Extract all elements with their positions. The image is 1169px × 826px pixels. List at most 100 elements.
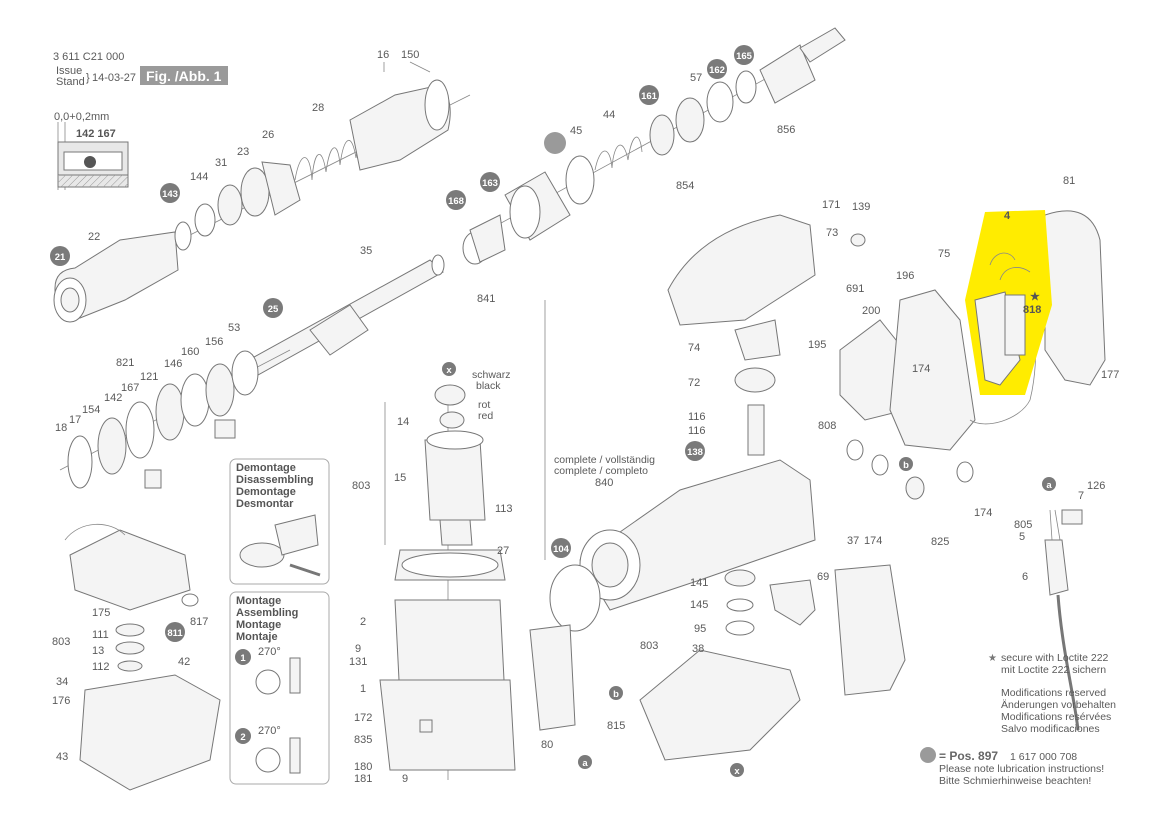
- badge-143: 143: [160, 183, 180, 203]
- note-loctite-de: mit Loctite 222 sichern: [1001, 664, 1106, 676]
- label-815: 815: [607, 720, 625, 732]
- label-4: 4: [1004, 210, 1011, 222]
- disassembly-panel: Demontage Disassembling Demontage Desmon…: [229, 458, 330, 585]
- label-181: 181: [354, 773, 372, 785]
- label-6: 6: [1022, 571, 1028, 583]
- label-821: 821: [116, 357, 134, 369]
- complete-note-1: complete / vollständig: [554, 454, 655, 466]
- label-180: 180: [354, 761, 372, 773]
- label-80: 80: [541, 739, 553, 751]
- label-9-a: 9: [355, 643, 361, 655]
- badge-21: 21: [50, 246, 70, 266]
- gear-housing-assembly: [529, 214, 906, 761]
- svg-text:165: 165: [736, 51, 753, 62]
- label-160: 160: [181, 346, 199, 358]
- label-116-a: 116: [688, 411, 706, 423]
- label-38: 38: [692, 643, 704, 655]
- label-34: 34: [56, 676, 68, 688]
- wire-note-red: red: [478, 410, 493, 422]
- label-15: 15: [394, 472, 406, 484]
- svg-text:Demontage: Demontage: [236, 486, 296, 498]
- switch-818-highlight: [965, 210, 1052, 395]
- label-195: 195: [808, 339, 826, 351]
- label-23: 23: [237, 146, 249, 158]
- svg-text:x: x: [446, 365, 452, 376]
- label-167: 167: [121, 382, 139, 394]
- label-31: 31: [215, 157, 227, 169]
- label-145: 145: [690, 599, 708, 611]
- label-856: 856: [777, 124, 795, 136]
- badge-165: 165: [734, 45, 754, 65]
- motor-armature-stack: [379, 384, 516, 780]
- label-691: 691: [846, 283, 864, 295]
- left-ring-chain: [59, 349, 291, 489]
- label-57: 57: [690, 72, 702, 84]
- svg-text:163: 163: [482, 178, 498, 189]
- svg-text:Montage: Montage: [236, 595, 281, 607]
- label-116-b: 116: [688, 425, 706, 437]
- issue-date: 14-03-27: [92, 72, 136, 84]
- label-53: 53: [228, 322, 240, 334]
- complete-note-2: complete / completo: [554, 465, 648, 477]
- label-17: 17: [69, 414, 81, 426]
- label-112: 112: [92, 661, 110, 673]
- gear-sleeve-chain: [462, 27, 846, 265]
- label-13: 13: [92, 645, 104, 657]
- svg-text:2: 2: [240, 732, 245, 743]
- label-45: 45: [570, 125, 582, 137]
- label-75: 75: [938, 248, 950, 260]
- label-174-b: 174: [974, 507, 992, 519]
- label-803-a: 803: [352, 480, 370, 492]
- badge-104: 104: [551, 538, 571, 558]
- note-mod-es: Salvo modificaciones: [1001, 723, 1100, 735]
- brush-plate-assembly: [64, 523, 221, 791]
- label-835: 835: [354, 734, 372, 746]
- label-808: 808: [818, 420, 836, 432]
- svg-text:138: 138: [687, 447, 703, 458]
- svg-text:21: 21: [55, 252, 66, 263]
- label-803-c: 803: [52, 636, 70, 648]
- label-69: 69: [817, 571, 829, 583]
- star-818: ★: [1030, 291, 1040, 303]
- label-840: 840: [595, 477, 613, 489]
- wire-note-schwarz: schwarz: [472, 369, 511, 381]
- badge-b-lower: b: [609, 686, 623, 700]
- label-174-c: 174: [864, 535, 882, 547]
- label-174-a: 174: [912, 363, 930, 375]
- label-2: 2: [360, 616, 366, 628]
- badge-x-top: x: [442, 362, 456, 376]
- label-9-b: 9: [402, 773, 408, 785]
- badge-45-grey: [544, 132, 566, 154]
- label-26: 26: [262, 129, 274, 141]
- svg-text:Desmontar: Desmontar: [236, 498, 294, 510]
- svg-text:}: }: [86, 72, 90, 84]
- svg-text:Demontage: Demontage: [236, 462, 296, 474]
- label-1: 1: [360, 683, 366, 695]
- label-73: 73: [826, 227, 838, 239]
- label-131: 131: [349, 656, 367, 668]
- note-mod-fr: Modifications resérvées: [1001, 711, 1111, 723]
- svg-text:143: 143: [162, 189, 178, 200]
- chuck-assembly: [53, 79, 471, 323]
- label-805: 805: [1014, 519, 1032, 531]
- svg-text:162: 162: [709, 65, 725, 76]
- handle-assembly: [839, 210, 1106, 500]
- wire-note-black: black: [476, 380, 501, 392]
- label-37: 37: [847, 535, 859, 547]
- label-126: 126: [1087, 480, 1105, 492]
- issue-label: Issue: [56, 65, 82, 77]
- label-35: 35: [360, 245, 372, 257]
- svg-text:a: a: [582, 758, 588, 769]
- badge-a-right: a: [1042, 477, 1056, 491]
- note-star: ★: [988, 653, 997, 664]
- figure-title: Fig. /Abb. 1: [146, 68, 222, 84]
- svg-text:Disassembling: Disassembling: [236, 474, 314, 486]
- label-28: 28: [312, 102, 324, 114]
- svg-text:Montage: Montage: [236, 619, 281, 631]
- label-156: 156: [205, 336, 223, 348]
- figure-title-box: [140, 66, 228, 85]
- label-825: 825: [931, 536, 949, 548]
- note-mod-en: Modifications reserved: [1001, 687, 1106, 699]
- label-146: 146: [164, 358, 182, 370]
- svg-text:168: 168: [448, 196, 464, 207]
